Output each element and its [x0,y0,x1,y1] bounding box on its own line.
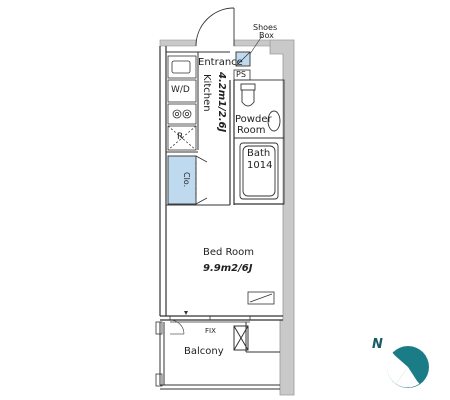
fix-label: FIX [205,327,216,335]
bed-room-label: Bed Room [203,247,255,258]
air-conditioner [247,291,275,305]
kitchen-appliances [167,55,197,151]
washer-dryer-label: W/D [171,85,190,95]
powder-room-label-line1: Powder [235,114,272,125]
top-wall-left [159,39,197,47]
top-wall-right [233,39,271,47]
closet-label: Clo. [182,172,191,188]
balcony-outline [159,322,280,390]
powder-room-label-line2: Room [237,125,266,136]
north-label: N [372,337,383,352]
bath-size-label: 1014 [247,160,273,171]
bath-label: Bath [247,148,271,159]
closet-door[interactable] [195,155,208,205]
entrance-door[interactable] [195,7,235,47]
pipe-space-label: PS [236,70,246,79]
balcony-label: Balcony [184,346,224,357]
bed-room-area-label: 9.9m2/6J [203,263,253,274]
compass [386,346,429,388]
closet [167,155,197,205]
r-label: R [177,132,184,142]
kitchen-area-label: 4.2m1/2.6J [216,72,227,133]
shoes-label-line1: Shoes [253,23,278,32]
right-exterior-wall [269,39,295,396]
bath [233,137,285,205]
entrance-label: Entrance [198,57,243,68]
kitchen-label: Kitchen [201,74,212,112]
shoes-label-line2: Box [259,31,274,40]
balcony-window[interactable] [169,315,251,335]
